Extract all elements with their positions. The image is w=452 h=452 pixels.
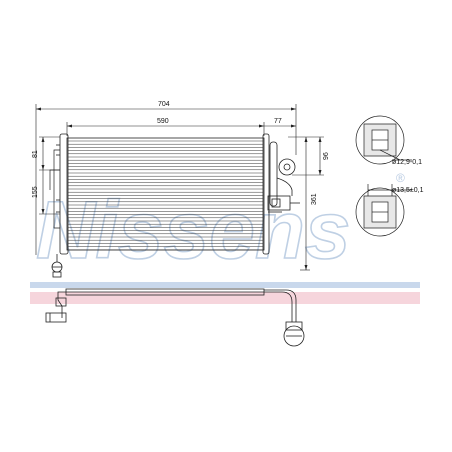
dimension-lines [35, 104, 324, 271]
fitting-detail-top [355, 115, 412, 165]
dim-right-height: 96 [323, 152, 330, 160]
left-piping [49, 149, 60, 229]
right-fittings [267, 158, 300, 213]
dimension-arrows [36, 107, 322, 270]
fitting-top-diameter: ø12,9-0,1 [392, 159, 422, 166]
condenser-bottom-view [45, 288, 305, 347]
dim-left-mid: 155 [32, 186, 39, 198]
left-lower-fitting [51, 254, 63, 278]
dim-left-top: 81 [32, 150, 39, 158]
dim-core-width: 590 [157, 118, 169, 125]
dim-overall-width: 704 [158, 101, 170, 108]
watermark-band-blue [30, 282, 420, 288]
condenser-fins [68, 140, 263, 251]
fitting-bottom-diameter: ø13,5±0,1 [392, 187, 424, 194]
left-header-tank [59, 133, 69, 255]
dim-overall-height: 361 [311, 193, 318, 205]
registered-mark: ® [396, 171, 405, 185]
dim-right-offset: 77 [274, 118, 282, 125]
watermark-band-pink [30, 292, 420, 304]
receiver-drier [269, 141, 278, 207]
fitting-detail-bottom [355, 184, 412, 237]
right-header-tank [262, 133, 270, 255]
